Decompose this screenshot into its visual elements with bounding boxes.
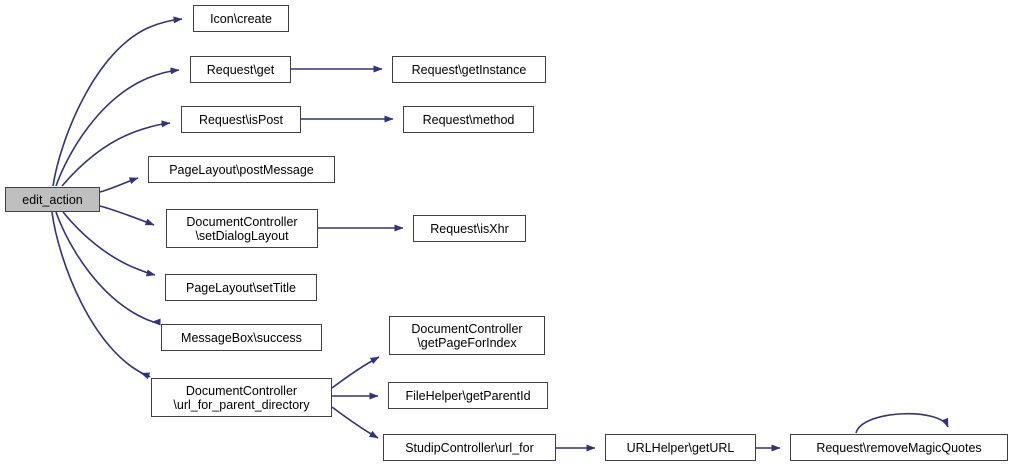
node-documentcontroller-getpageforindex[interactable]: DocumentController \getPageForIndex <box>389 316 545 355</box>
node-request-removemagicquotes[interactable]: Request\removeMagicQuotes <box>790 434 1008 461</box>
node-label: Request\removeMagicQuotes <box>816 440 982 455</box>
node-label: DocumentController \setDialogLayout <box>186 214 298 243</box>
node-label: Icon\create <box>210 11 272 26</box>
node-label: FileHelper\getParentId <box>405 388 531 403</box>
edge-edit_action-messagebox_success <box>55 211 161 326</box>
node-filehelper-getparentid[interactable]: FileHelper\getParentId <box>388 382 548 409</box>
node-label: URLHelper\getURL <box>626 440 735 455</box>
node-label: Request\getInstance <box>411 62 527 77</box>
node-icon-create[interactable]: Icon\create <box>193 5 289 32</box>
node-label: DocumentController \getPageForIndex <box>411 321 523 350</box>
node-documentcontroller-setdialoglayout[interactable]: DocumentController \setDialogLayout <box>166 209 318 248</box>
node-request-get[interactable]: Request\get <box>190 56 291 83</box>
edge-edit_action-icon_create <box>52 16 183 187</box>
node-label: MessageBox\success <box>181 330 302 345</box>
node-edit-action[interactable]: edit_action <box>5 187 100 212</box>
node-request-isxhr[interactable]: Request\isXhr <box>413 215 526 242</box>
edge-edit_action-pagelayout_settitle <box>62 211 156 277</box>
node-label: Request\get <box>206 62 275 77</box>
node-request-getinstance[interactable]: Request\getInstance <box>392 56 546 83</box>
node-pagelayout-settitle[interactable]: PageLayout\setTitle <box>165 274 317 301</box>
edges-from-edit-action <box>51 16 183 380</box>
node-pagelayout-postmessage[interactable]: PageLayout\postMessage <box>148 156 335 183</box>
node-request-ispost[interactable]: Request\isPost <box>181 106 301 133</box>
node-label: DocumentController \url_for_parent_direc… <box>173 383 310 412</box>
edges-second-level <box>291 65 949 452</box>
node-label: PageLayout\setTitle <box>185 280 297 295</box>
edge-edit_action-request_ispost <box>61 120 171 187</box>
node-studipcontroller-url-for[interactable]: StudipController\url_for <box>383 434 556 461</box>
node-label: Request\method <box>422 112 515 127</box>
node-documentcontroller-url-for-parent-directory[interactable]: DocumentController \url_for_parent_direc… <box>151 378 332 417</box>
edge-edit_action-documentcontroller_setdialoglayout <box>99 205 155 226</box>
node-request-method[interactable]: Request\method <box>403 106 534 133</box>
edge-documentcontroller_url_for_parent_directory-documentcontroller_getpageforindex <box>331 356 380 389</box>
edge-edit_action-request_get <box>55 67 180 187</box>
node-label: PageLayout\postMessage <box>169 162 314 177</box>
edge-edit_action-pagelayout_postmessage <box>99 177 139 193</box>
edge-edit_action-documentcontroller_url_for_parent_directory <box>51 211 151 380</box>
node-label: Request\isPost <box>198 112 284 127</box>
node-urlhelper-geturl[interactable]: URLHelper\getURL <box>605 434 756 461</box>
node-messagebox-success[interactable]: MessageBox\success <box>161 324 322 351</box>
node-label: Request\isXhr <box>430 221 509 236</box>
node-label: edit_action <box>22 192 83 207</box>
edge-documentcontroller_url_for_parent_directory-studipcontroller_url_for <box>331 406 379 439</box>
node-label: StudipController\url_for <box>405 440 534 455</box>
edge-request_removemagicquotes-self-loop <box>855 412 949 434</box>
